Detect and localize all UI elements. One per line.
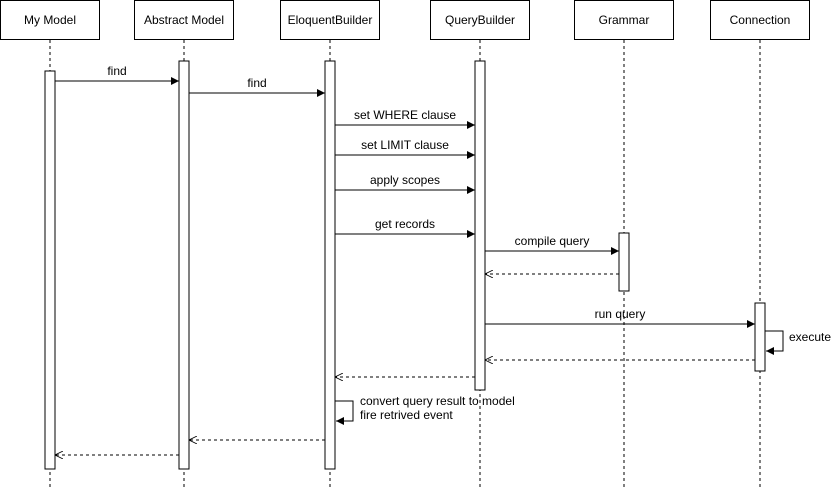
participant-query-builder: QueryBuilder — [430, 0, 530, 40]
activation-bar-connection — [754, 302, 766, 372]
activation-bar-my-model — [44, 70, 56, 470]
message-label: convert query result to model — [360, 394, 515, 408]
participant-eloquent-builder: EloquentBuilder — [280, 0, 380, 40]
message-set-where: set WHERE clause — [335, 108, 475, 129]
participant-abstract-model: Abstract Model — [134, 0, 234, 40]
message-label: get records — [375, 217, 435, 231]
message-get-records: get records — [335, 217, 475, 238]
activation-bar-abstract-model — [178, 60, 190, 470]
message-label: apply scopes — [370, 173, 440, 187]
participant-label: EloquentBuilder — [287, 13, 373, 27]
message-compile-query: compile query — [485, 234, 619, 255]
activation-bar-eloquent-builder — [324, 60, 336, 470]
message-find-1: find — [55, 64, 179, 85]
message-label: find — [107, 64, 126, 78]
activation-bar-grammar — [618, 232, 630, 292]
message-label: set WHERE clause — [354, 108, 456, 122]
participant-connection: Connection — [710, 0, 810, 40]
message-label: find — [247, 76, 266, 90]
activation-bar-query-builder — [474, 60, 486, 391]
participant-label: Abstract Model — [143, 13, 225, 27]
message-label: set LIMIT clause — [361, 138, 449, 152]
message-set-limit: set LIMIT clause — [335, 138, 475, 159]
message-execute: execute — [765, 330, 831, 355]
participant-label: My Model — [23, 13, 76, 27]
message-find-2: find — [189, 76, 325, 97]
message-label: fire retrived event — [360, 408, 453, 422]
participant-label: Grammar — [598, 13, 650, 27]
message-label: compile query — [515, 234, 590, 248]
message-label: run query — [595, 307, 646, 321]
participant-label: QueryBuilder — [444, 13, 516, 27]
message-apply-scopes: apply scopes — [335, 173, 475, 194]
message-run-query: run query — [485, 307, 755, 328]
participant-my-model: My Model — [0, 0, 100, 40]
message-label: execute — [789, 330, 831, 344]
participant-label: Connection — [729, 13, 791, 27]
participant-grammar: Grammar — [574, 0, 674, 40]
